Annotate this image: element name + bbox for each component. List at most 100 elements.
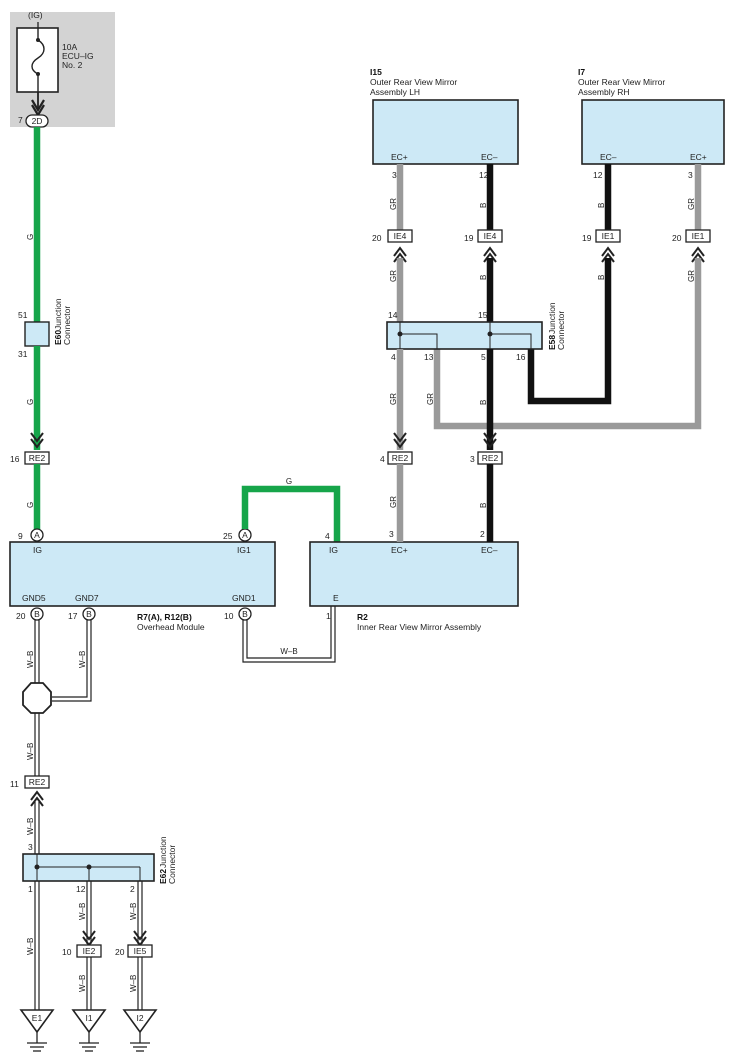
svg-text:3: 3 <box>470 454 475 464</box>
svg-text:RE2: RE2 <box>29 453 46 463</box>
conn-ie4-b <box>477 229 503 243</box>
svg-text:12: 12 <box>76 884 86 894</box>
svg-text:GND5: GND5 <box>22 593 46 603</box>
svg-text:B: B <box>34 609 40 619</box>
svg-text:3: 3 <box>28 842 33 852</box>
svg-text:RE2: RE2 <box>29 777 46 787</box>
svg-text:IE4: IE4 <box>394 231 407 241</box>
svg-text:IE4: IE4 <box>484 231 497 241</box>
svg-text:Assembly RH: Assembly RH <box>578 87 629 97</box>
conn-ie1-b <box>685 229 711 243</box>
e62-id: E62 <box>158 869 168 884</box>
svg-text:W–B: W–B <box>26 743 35 760</box>
svg-text:51: 51 <box>18 310 28 320</box>
svg-text:B: B <box>479 203 488 208</box>
svg-text:13: 13 <box>424 352 434 362</box>
svg-text:B: B <box>479 275 488 280</box>
svg-text:GR: GR <box>687 198 696 210</box>
svg-text:10: 10 <box>224 611 234 621</box>
svg-text:20: 20 <box>672 233 682 243</box>
e58-connector <box>386 321 543 350</box>
svg-text:G: G <box>26 399 35 405</box>
svg-text:GR: GR <box>389 198 398 210</box>
svg-text:20: 20 <box>16 611 26 621</box>
fuse-symbol <box>31 28 45 92</box>
r7-conn-b-gnd1 <box>238 607 252 621</box>
svg-text:GND1: GND1 <box>232 593 256 603</box>
svg-text:15: 15 <box>478 310 488 320</box>
svg-text:IE1: IE1 <box>692 231 705 241</box>
svg-text:16: 16 <box>516 352 526 362</box>
ig-source-label: (IG) <box>28 10 43 20</box>
wire-g-ig1 <box>241 485 341 542</box>
overhead-module <box>9 541 276 607</box>
svg-text:GND7: GND7 <box>75 593 99 603</box>
svg-text:16: 16 <box>10 454 20 464</box>
outer-mirror-lh <box>372 99 519 165</box>
conn-ie2 <box>76 944 102 958</box>
svg-text:4: 4 <box>325 531 330 541</box>
svg-text:14: 14 <box>388 310 398 320</box>
wire-gr-rh <box>433 258 702 430</box>
conn-2d-label: 2D <box>32 116 43 126</box>
svg-text:GR: GR <box>389 270 398 282</box>
wire-label-g-1: G <box>26 234 35 240</box>
svg-text:GR: GR <box>687 270 696 282</box>
fuse-pin: 7 <box>18 115 23 125</box>
svg-text:W–B: W–B <box>26 818 35 835</box>
svg-text:EC–: EC– <box>481 545 498 555</box>
svg-text:B: B <box>479 400 488 405</box>
conn-ie1-a <box>595 229 621 243</box>
svg-text:5: 5 <box>481 352 486 362</box>
inner-mirror-id: R2 <box>357 612 368 622</box>
svg-text:17: 17 <box>68 611 78 621</box>
svg-text:EC+: EC+ <box>391 545 408 555</box>
ground-i2: I2 <box>122 1009 158 1052</box>
svg-text:IE5: IE5 <box>134 946 147 956</box>
svg-text:12: 12 <box>593 170 603 180</box>
svg-text:W–B: W–B <box>78 903 87 920</box>
svg-text:4: 4 <box>391 352 396 362</box>
svg-text:A: A <box>34 530 40 540</box>
svg-text:RE2: RE2 <box>482 453 499 463</box>
wire-b-rh <box>527 258 612 405</box>
svg-text:12: 12 <box>479 170 489 180</box>
svg-text:19: 19 <box>464 233 474 243</box>
fuse-name-1: ECU–IG <box>62 51 94 61</box>
svg-text:EC–: EC– <box>481 152 498 162</box>
svg-text:E: E <box>333 593 339 603</box>
svg-text:W–B: W–B <box>280 647 297 656</box>
svg-text:IG: IG <box>329 545 338 555</box>
svg-text:W–B: W–B <box>78 651 87 668</box>
svg-text:10: 10 <box>62 947 72 957</box>
svg-text:19: 19 <box>582 233 592 243</box>
overhead-module-name: Overhead Module <box>137 622 205 632</box>
svg-text:B: B <box>86 609 92 619</box>
fuse-amp: 10A <box>62 42 77 52</box>
svg-text:1: 1 <box>326 611 331 621</box>
conn-ie5 <box>127 944 153 958</box>
e60-id: E60 <box>53 330 63 345</box>
svg-text:W–B: W–B <box>78 975 87 992</box>
svg-text:B: B <box>479 503 488 508</box>
svg-text:1: 1 <box>28 884 33 894</box>
i7-id: I7 <box>578 67 585 77</box>
conn-ie4-a <box>387 229 413 243</box>
svg-text:EC+: EC+ <box>690 152 707 162</box>
svg-text:Outer Rear View Mirror: Outer Rear View Mirror <box>370 77 457 87</box>
svg-text:Junction: Junction <box>53 298 63 330</box>
svg-text:9: 9 <box>18 531 23 541</box>
svg-text:Junction: Junction <box>158 836 168 868</box>
inner-mirror-assembly <box>309 541 519 607</box>
svg-text:11: 11 <box>10 779 19 789</box>
svg-text:Connector: Connector <box>556 311 566 350</box>
svg-text:B: B <box>597 203 606 208</box>
inner-mirror-name: Inner Rear View Mirror Assembly <box>357 622 482 632</box>
svg-text:W–B: W–B <box>129 975 138 992</box>
svg-text:IE2: IE2 <box>83 946 96 956</box>
svg-text:3: 3 <box>389 529 394 539</box>
e58-id: E58 <box>547 335 557 350</box>
svg-text:20: 20 <box>115 947 125 957</box>
svg-text:2: 2 <box>480 529 485 539</box>
